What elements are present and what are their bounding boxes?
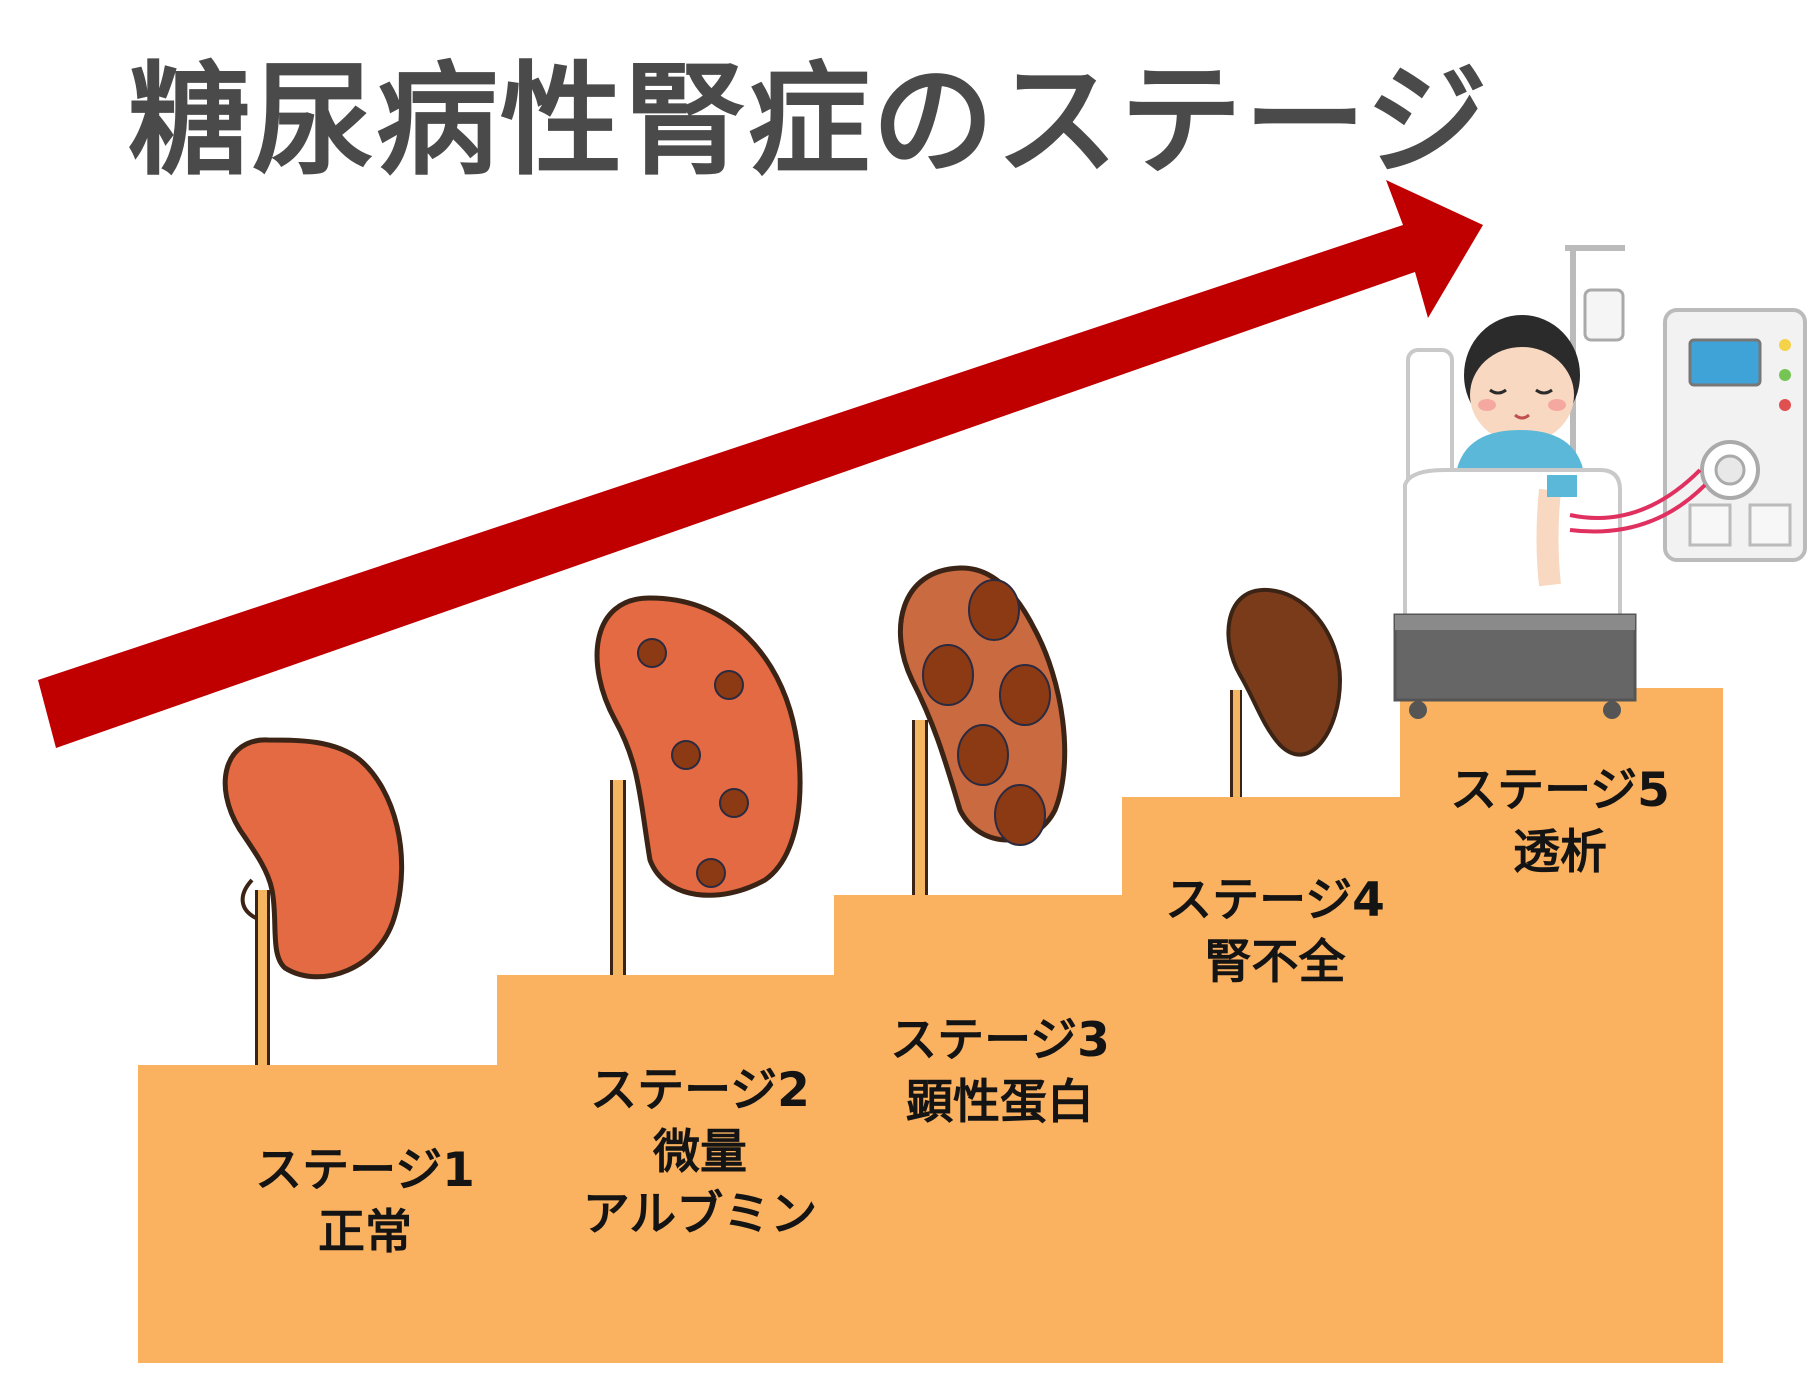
stage-5-label: ステージ5 透析 [1425, 760, 1695, 884]
stage-4-desc: 腎不全 [1204, 935, 1346, 990]
stage-5-name: ステージ5 [1450, 763, 1670, 818]
stage-1-label: ステージ1 正常 [230, 1140, 500, 1264]
dialysis-patient-icon [1393, 245, 1807, 719]
staircase-steps [138, 688, 1723, 1363]
kidney-stage4-icon [1226, 587, 1343, 797]
stage-2-desc-2: アルブミン [582, 1187, 818, 1242]
stage-2-desc-1: 微量 [653, 1125, 747, 1180]
stage-4-name: ステージ4 [1165, 873, 1385, 928]
stage-3-desc: 顕性蛋白 [906, 1075, 1094, 1130]
stage-3-name: ステージ3 [890, 1013, 1110, 1068]
stage-2-label: ステージ2 微量 アルブミン [565, 1060, 835, 1246]
page-title: 糖尿病性腎症のステージ [128, 50, 1490, 192]
kidney-stage2-icon [594, 595, 803, 975]
stage-3-label: ステージ3 顕性蛋白 [865, 1010, 1135, 1134]
stage-5-desc: 透析 [1513, 825, 1607, 880]
kidney-stage1-icon [222, 737, 405, 1065]
stage-1-desc: 正常 [318, 1205, 412, 1260]
kidney-stage3-icon [898, 565, 1068, 895]
stage-1-name: ステージ1 [255, 1143, 475, 1198]
stage-2-name: ステージ2 [590, 1063, 810, 1118]
arrow-up-right-icon [38, 180, 1483, 748]
stage-4-label: ステージ4 腎不全 [1140, 870, 1410, 994]
